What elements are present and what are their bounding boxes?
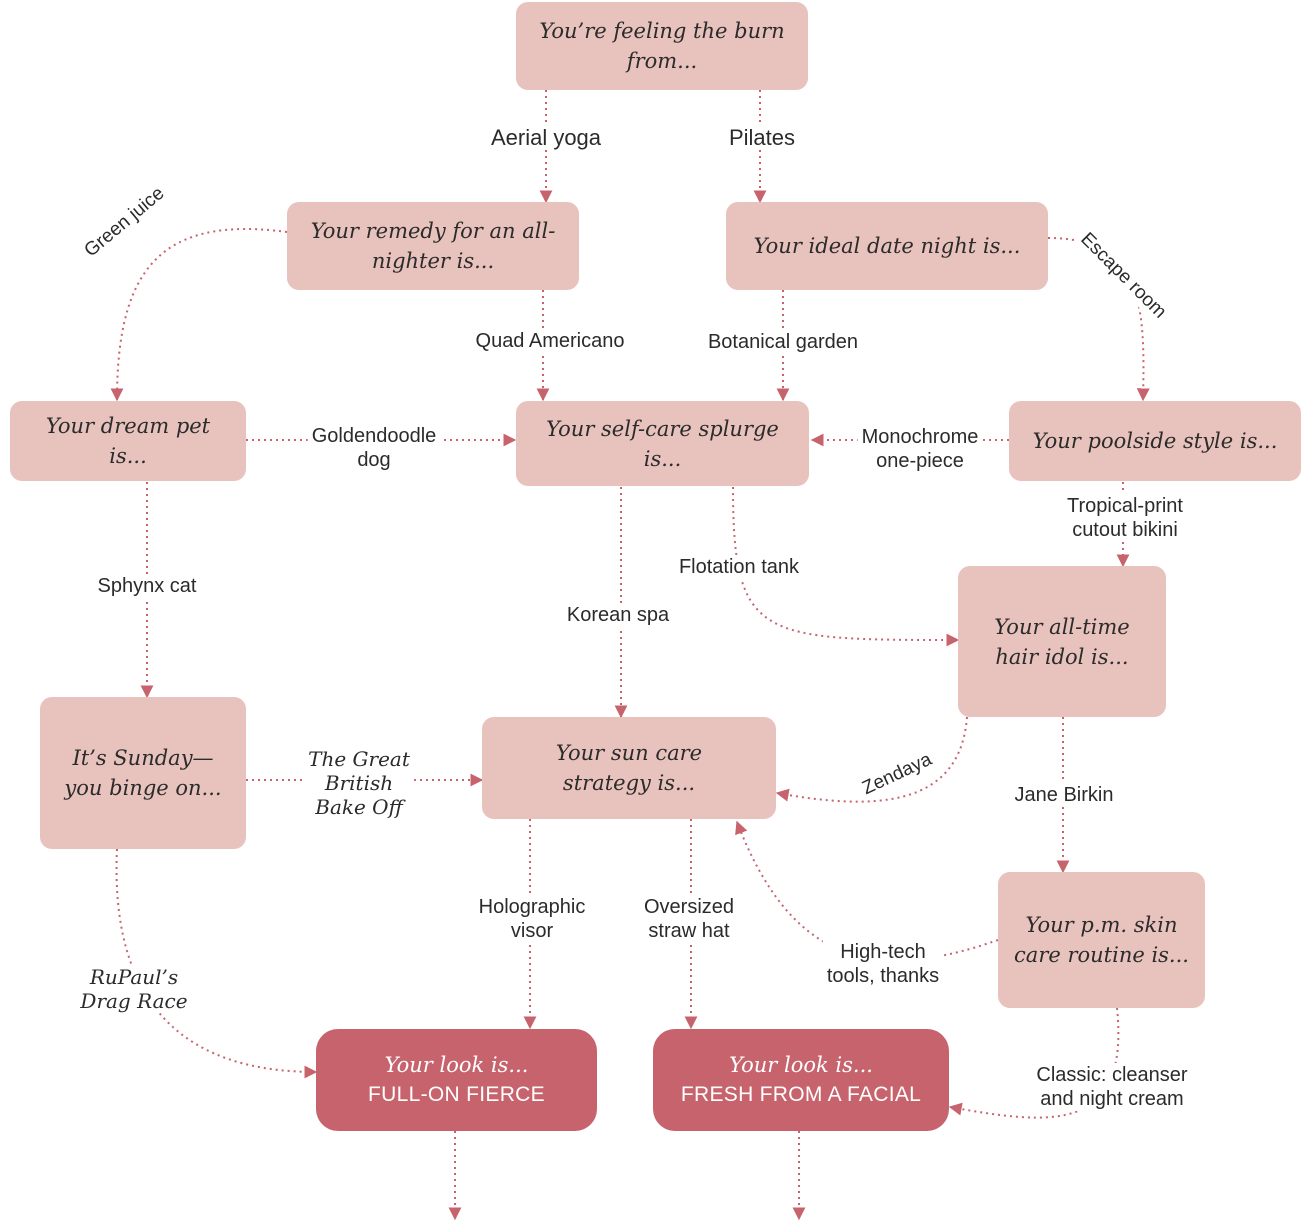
label-pilates: Pilates xyxy=(724,126,800,150)
label-jane-birkin: Jane Birkin xyxy=(1010,783,1118,807)
result-fierce-intro: Your look is... xyxy=(384,1053,529,1077)
label-quad-americano: Quad Americano xyxy=(471,329,629,353)
label-bake-off: The Great British Bake Off xyxy=(304,747,414,819)
label-botanical-garden: Botanical garden xyxy=(703,330,863,354)
label-sphynx-cat: Sphynx cat xyxy=(93,574,201,598)
node-remedy: Your remedy for an all-nighter is... xyxy=(287,202,579,290)
result-fierce: Your look is... FULL-ON FIERCE xyxy=(316,1029,597,1131)
label-aerial-yoga: Aerial yoga xyxy=(486,126,606,150)
label-tropical-bikini: Tropical-print cutout bikini xyxy=(1036,494,1214,542)
node-self-care-text: Your self-care splurge is... xyxy=(546,416,779,471)
label-classic: Classic: cleanser and night cream xyxy=(1032,1063,1192,1111)
node-sun-care-text: Your sun care strategy is... xyxy=(555,741,703,795)
edge-flotation-tank xyxy=(732,486,960,647)
result-fierce-title: FULL-ON FIERCE xyxy=(368,1083,545,1106)
node-start-text: You’re feeling the burn from... xyxy=(539,19,785,73)
result-facial-intro: Your look is... xyxy=(729,1053,873,1077)
label-monochrome: Monochrome one-piece xyxy=(857,425,983,473)
node-hair-idol-text: Your all-time hair idol is... xyxy=(994,614,1130,669)
label-high-tech: High-tech tools, thanks xyxy=(822,940,944,988)
node-remedy-text: Your remedy for an all-nighter is... xyxy=(310,219,556,273)
node-sun-care: Your sun care strategy is... xyxy=(482,717,776,819)
node-pm-skin-text: Your p.m. skin care routine is... xyxy=(1014,913,1189,967)
node-dream-pet: Your dream pet is... xyxy=(10,401,246,481)
node-self-care: Your self-care splurge is... xyxy=(516,401,809,486)
edge-rupaul xyxy=(115,848,318,1079)
node-start: You’re feeling the burn from... xyxy=(516,2,808,90)
label-flotation-tank: Flotation tank xyxy=(674,555,804,579)
label-goldendoodle: Goldendoodle dog xyxy=(307,424,441,472)
label-rupaul: RuPaul’s Drag Race xyxy=(76,965,192,1013)
node-sunday-text: It’s Sunday—you binge on... xyxy=(64,746,222,800)
node-date-night: Your ideal date night is... xyxy=(726,202,1048,290)
node-date-night-text: Your ideal date night is... xyxy=(753,234,1021,258)
result-facial-title: FRESH FROM A FACIAL xyxy=(680,1083,922,1106)
label-korean-spa: Korean spa xyxy=(562,603,674,627)
edge-zendaya xyxy=(775,716,968,803)
node-poolside: Your poolside style is... xyxy=(1009,401,1301,481)
label-straw-hat: Oversized straw hat xyxy=(639,895,739,943)
edge-classic xyxy=(948,1007,1120,1119)
node-dream-pet-text: Your dream pet is... xyxy=(45,414,211,468)
node-hair-idol: Your all-time hair idol is... xyxy=(958,566,1166,717)
label-holographic-visor: Holographic visor xyxy=(474,895,590,943)
node-pm-skin: Your p.m. skin care routine is... xyxy=(998,872,1205,1008)
edge-green-juice xyxy=(110,228,288,402)
node-poolside-text: Your poolside style is... xyxy=(1032,429,1278,453)
result-facial: Your look is... FRESH FROM A FACIAL xyxy=(653,1029,949,1131)
node-sunday: It’s Sunday—you binge on... xyxy=(40,697,246,849)
